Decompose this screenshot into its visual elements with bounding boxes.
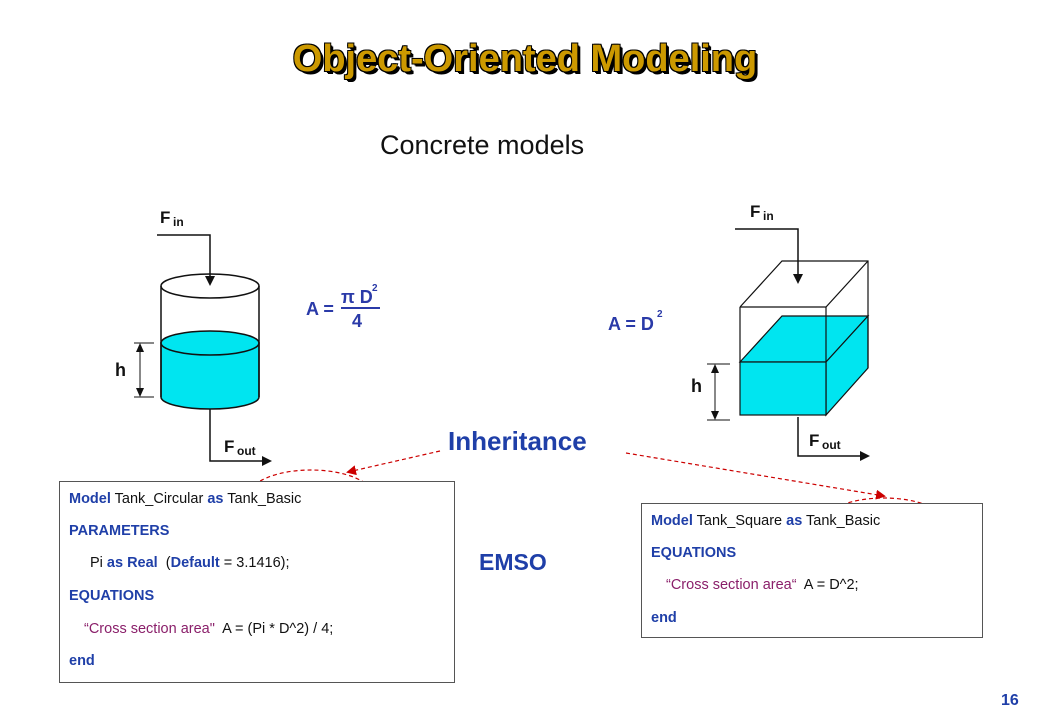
inheritance-label: Inheritance xyxy=(448,426,587,456)
code-line: EQUATIONS xyxy=(69,588,154,604)
circular-outlet-arrow xyxy=(209,409,272,466)
slide-title: Object-Oriented Modeling xyxy=(292,38,758,80)
square-flow-in-subscript: in xyxy=(763,209,774,223)
inheritance-arrow-right xyxy=(625,452,886,500)
code-keyword: as xyxy=(786,513,803,529)
code-box-tank-square: Model Tank_Square as Tank_Basic EQUATION… xyxy=(641,503,983,638)
code-line: Model Tank_Square as Tank_Basic xyxy=(651,513,880,529)
square-tank: h F in F out A = D 2 xyxy=(608,202,870,461)
circular-tank: h F in F out A = π D 2 4 xyxy=(115,208,380,466)
slide-subtitle: Concrete models xyxy=(380,130,585,160)
square-flow-in-label: F xyxy=(750,202,760,221)
code-line: Pi as Real (Default = 3.1416); xyxy=(90,555,290,571)
code-string: “Cross section area“ xyxy=(666,577,797,593)
code-line: end xyxy=(69,653,95,669)
code-keyword: PARAMETERS xyxy=(69,523,170,539)
code-base-class: Tank_Basic xyxy=(223,491,302,507)
circular-area-exponent: 2 xyxy=(372,283,378,294)
code-line: PARAMETERS xyxy=(69,523,169,539)
emso-label: EMSO xyxy=(479,549,547,575)
code-keyword: Default xyxy=(170,555,220,571)
circular-area-denominator: 4 xyxy=(352,311,362,331)
code-keyword: EQUATIONS xyxy=(651,545,737,561)
square-outlet-arrow xyxy=(797,417,870,461)
circular-flow-out-label: F xyxy=(224,437,234,456)
code-base-class: Tank_Basic xyxy=(802,513,881,529)
square-area-exponent: 2 xyxy=(657,309,663,320)
square-inlet-arrow xyxy=(735,228,803,284)
circular-area-numerator: π D xyxy=(341,287,373,307)
page-number: 16 xyxy=(1001,692,1019,709)
code-keyword: Model xyxy=(651,513,693,529)
circular-flow-in-label: F xyxy=(160,208,170,227)
circular-height-dimension xyxy=(134,342,154,398)
code-line: end xyxy=(651,610,677,626)
code-line: Model Tank_Circular as Tank_Basic xyxy=(69,491,301,507)
code-keyword: as xyxy=(207,491,224,507)
code-text: A = D^2; xyxy=(796,577,859,593)
circular-tank-liquid xyxy=(160,342,260,410)
square-height-dimension xyxy=(707,363,730,421)
code-line: EQUATIONS xyxy=(651,545,736,561)
square-tank-liquid-front xyxy=(739,361,827,416)
code-keyword: end xyxy=(651,610,677,626)
code-string: “Cross section area" xyxy=(84,621,215,637)
code-keyword: end xyxy=(69,653,95,669)
square-flow-out-subscript: out xyxy=(822,438,841,452)
circular-tank-liquid-surface xyxy=(160,330,260,356)
code-text: ( xyxy=(157,555,171,571)
circular-flow-out-subscript: out xyxy=(237,444,256,458)
code-line: “Cross section area“ A = D^2; xyxy=(666,577,859,593)
circular-flow-in-subscript: in xyxy=(173,215,184,229)
circular-area-lhs: A = xyxy=(306,299,334,319)
code-keyword: as Real xyxy=(106,555,158,571)
code-keyword: Model xyxy=(69,491,111,507)
code-text: A = (Pi * D^2) / 4; xyxy=(214,621,334,637)
circular-inlet-arrow xyxy=(157,234,215,286)
code-text: = 3.1416); xyxy=(219,555,290,571)
code-line: “Cross section area" A = (Pi * D^2) / 4; xyxy=(84,621,333,637)
square-area-formula: A = D 2 xyxy=(608,309,663,334)
code-model-name: Tank_Circular xyxy=(110,491,208,507)
code-identifier: Pi xyxy=(90,555,107,571)
circular-area-formula: A = π D 2 4 xyxy=(306,283,380,331)
square-flow-out-label: F xyxy=(809,431,819,450)
inheritance-arrow-left xyxy=(346,450,441,476)
code-keyword: EQUATIONS xyxy=(69,588,155,604)
code-model-name: Tank_Square xyxy=(692,513,787,529)
code-box-tank-circular: Model Tank_Circular as Tank_Basic PARAME… xyxy=(59,481,455,683)
square-area-lhs: A = D xyxy=(608,314,654,334)
square-height-label: h xyxy=(691,376,702,396)
circular-height-label: h xyxy=(115,360,126,380)
